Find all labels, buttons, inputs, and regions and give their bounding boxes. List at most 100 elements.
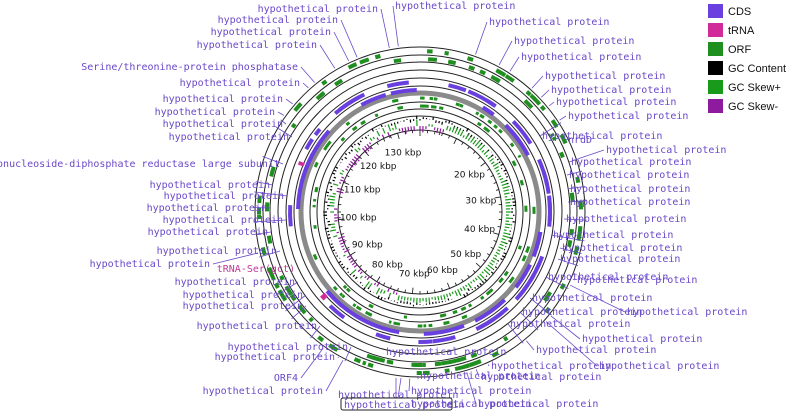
gene-label[interactable]: hypothetical protein xyxy=(175,277,295,288)
gene-label[interactable]: hypothetical protein xyxy=(478,399,598,410)
selected-gene-label[interactable]: hypothetical protein xyxy=(344,400,464,411)
gene-label[interactable]: hypothetical protein xyxy=(183,290,303,301)
gc-skew-plus-bar xyxy=(376,287,381,295)
gene-label[interactable]: hypothetical protein xyxy=(386,347,506,358)
gc-skew-plus-bar xyxy=(343,254,346,257)
kbp-label: 70 kbp xyxy=(399,270,430,280)
gene-label[interactable]: hypothetical protein xyxy=(569,170,689,181)
trna-label[interactable]: tRNA-Ser(gct) xyxy=(217,264,295,275)
gc-skew-plus-bar xyxy=(505,223,511,226)
selected-label-box[interactable] xyxy=(340,397,453,411)
gene-label[interactable]: hypothetical protein xyxy=(183,301,303,312)
gene-label[interactable]: Serine/threonine-protein phosphatase xyxy=(81,62,298,73)
gene-label[interactable]: hypothetical protein xyxy=(536,345,656,356)
gene-label[interactable]: hypothetical protein xyxy=(169,132,289,143)
gene-label[interactable]: hypothetical protein xyxy=(548,272,668,283)
track-ring xyxy=(309,101,531,323)
label-leader xyxy=(529,297,552,316)
gc-skew-plus-bar xyxy=(451,291,454,295)
gene-label[interactable]: hypothetical protein xyxy=(582,334,702,345)
gene-label[interactable]: hypothetical protein xyxy=(90,259,210,270)
gene-label[interactable]: hypothetical protein xyxy=(521,52,641,63)
gene-label[interactable]: hypothetical protein xyxy=(147,203,267,214)
orf-feature xyxy=(483,126,489,132)
gene-label[interactable]: hypothetical protein xyxy=(197,321,317,332)
orf-feature xyxy=(471,359,482,367)
gene-label[interactable]: hypothetical protein xyxy=(566,214,686,225)
gene-label[interactable]: hypothetical protein xyxy=(510,319,630,330)
gene-label[interactable]: hypothetical protein xyxy=(570,184,690,195)
gene-label[interactable]: hypothetical protein xyxy=(553,230,673,241)
gene-label[interactable]: hypothetical protein xyxy=(420,371,540,382)
gene-label[interactable]: hypothetical protein xyxy=(606,145,726,156)
gene-label[interactable]: hypothetical protein xyxy=(577,275,697,286)
gc-content-bar xyxy=(500,257,503,261)
gc-skew-plus-bar xyxy=(383,290,386,294)
gc-content-bar xyxy=(336,255,339,257)
gene-label[interactable]: hypothetical protein xyxy=(599,361,719,372)
orf-feature xyxy=(332,285,338,291)
gene-label[interactable]: Ribonucleoside-diphosphate reductase lar… xyxy=(0,159,280,170)
gene-label[interactable]: hypothetical protein xyxy=(211,27,331,38)
gene-label[interactable]: hypothetical protein xyxy=(411,386,531,397)
gene-label[interactable]: hypothetical protein xyxy=(163,215,283,226)
gene-label[interactable]: hypothetical protein xyxy=(522,307,642,318)
gene-label[interactable]: ORF4 xyxy=(274,373,298,384)
gene-label[interactable]: hypothetical protein xyxy=(215,352,335,363)
gc-content-bar xyxy=(469,134,473,138)
label-leader xyxy=(487,364,490,367)
gene-label[interactable]: hypothetical protein xyxy=(150,180,270,191)
gene-label[interactable]: hypothetical protein xyxy=(545,71,665,82)
gc-skew-plus-bar xyxy=(437,295,440,301)
label-leader xyxy=(344,346,352,362)
label-leader xyxy=(408,378,411,392)
gene-label[interactable]: hypothetical protein xyxy=(197,40,317,51)
gene-label[interactable]: hypothetical protein xyxy=(562,243,682,254)
gene-label[interactable]: hypothetical protein xyxy=(570,197,690,208)
gene-label[interactable]: hypothetical protein xyxy=(157,246,277,257)
gene-label[interactable]: hypothetical protein xyxy=(532,293,652,304)
gc-skew-plus-bar xyxy=(483,269,490,275)
orf-feature xyxy=(532,96,542,106)
gene-label[interactable]: hypothetical protein xyxy=(568,111,688,122)
gene-label[interactable]: hypothetical protein xyxy=(551,85,671,96)
scale-tick xyxy=(370,274,373,278)
scale-tick xyxy=(338,218,345,220)
gc-content-bar xyxy=(346,267,349,270)
gene-label[interactable]: hypothetical protein xyxy=(218,15,338,26)
gene-label[interactable]: hypothetical protein xyxy=(556,97,676,108)
gene-label[interactable]: hypothetical protein xyxy=(338,390,458,401)
gene-label[interactable]: hypothetical protein xyxy=(491,361,611,372)
gc-skew-plus-bar xyxy=(446,125,449,131)
track-ring xyxy=(316,108,524,316)
gene-label[interactable]: hypothetical protein xyxy=(163,94,283,105)
gene-label[interactable]: hypothetical protein xyxy=(571,157,691,168)
gene-label[interactable]: hypothetical protein xyxy=(489,17,609,28)
gene-label[interactable]: hypothetical protein xyxy=(411,399,531,410)
label-leaders xyxy=(212,5,626,405)
gene-label[interactable]: hypothetical protein xyxy=(542,131,662,142)
gc-content-bar xyxy=(387,296,390,300)
gene-label[interactable]: hypothetical protein xyxy=(155,107,275,118)
gene-label[interactable]: hypothetical protein xyxy=(560,254,680,265)
gene-label[interactable]: hypothetical protein xyxy=(148,227,268,238)
gene-label[interactable]: hypothetical protein xyxy=(258,4,378,15)
gc-skew-plus-bar xyxy=(487,264,494,270)
nrdd-label[interactable]: nrdD xyxy=(568,135,592,146)
gene-label[interactable]: hypothetical protein xyxy=(627,307,747,318)
gene-label[interactable]: hypothetical protein xyxy=(395,1,515,12)
gc-skew-plus-bar xyxy=(329,201,335,204)
kbp-label: 130 kbp xyxy=(385,148,422,158)
gene-label[interactable]: hypothetical protein xyxy=(203,386,323,397)
gene-label[interactable]: hypothetical protein xyxy=(514,36,634,47)
label-leader xyxy=(291,305,307,320)
gene-label[interactable]: hypothetical protein xyxy=(164,191,284,202)
gene-label[interactable]: hypothetical protein xyxy=(228,342,348,353)
gene-label[interactable]: hypothetical protein xyxy=(180,78,300,89)
orf-feature xyxy=(444,368,450,374)
scale-tick xyxy=(376,276,381,282)
orf-feature xyxy=(290,122,297,129)
gc-content-bar xyxy=(400,300,402,304)
gene-label[interactable]: hypothetical protein xyxy=(163,119,283,130)
gene-label[interactable]: hypothetical protein xyxy=(481,372,601,383)
